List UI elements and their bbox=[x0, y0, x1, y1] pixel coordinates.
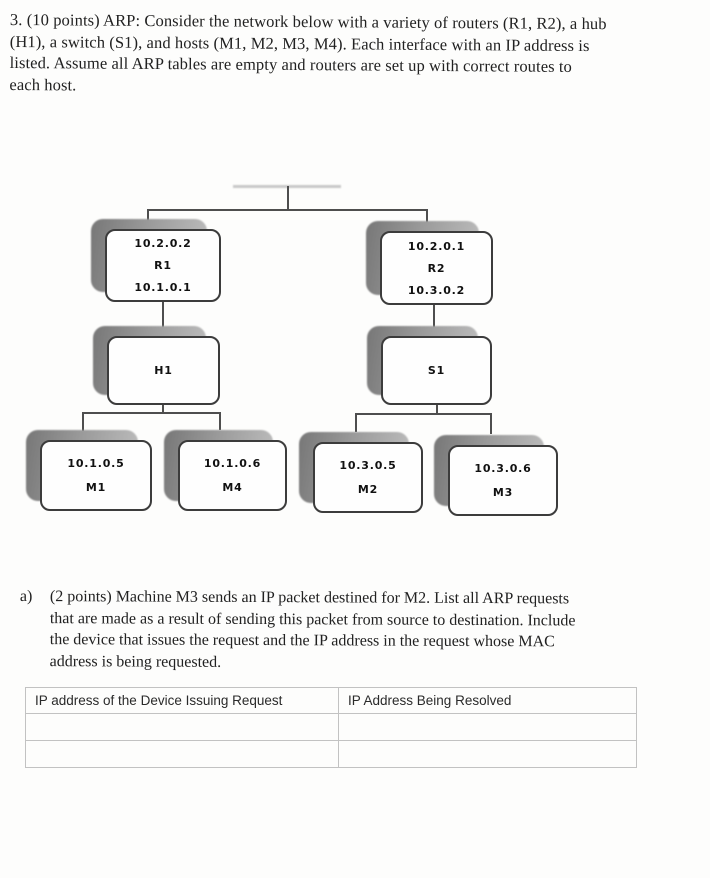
node-m4-label: M4 bbox=[222, 481, 243, 494]
r1-h1-link-line bbox=[162, 301, 164, 337]
node-s1-face: S1 bbox=[381, 336, 492, 405]
node-r2-face: 10.2.0.1 R2 10.3.0.2 bbox=[380, 231, 493, 305]
node-r1-face: 10.2.0.2 R1 10.1.0.1 bbox=[105, 229, 221, 302]
h1-stem-line bbox=[162, 404, 164, 414]
node-m3-shadow bbox=[434, 435, 544, 506]
node-m3-ip: 10.3.0.6 bbox=[474, 462, 532, 475]
node-s1-shadow bbox=[367, 326, 478, 395]
table-cell-issuing-1 bbox=[25, 713, 339, 741]
table-header-row: IP address of the Device Issuing Request… bbox=[25, 687, 637, 714]
bus-drop-r1-line bbox=[147, 209, 149, 230]
backbone-stem-line bbox=[287, 186, 289, 211]
node-s1-label: S1 bbox=[427, 364, 446, 377]
node-m4-ip: 10.1.0.6 bbox=[203, 457, 262, 470]
part-a-line-3: the device that issues the request and t… bbox=[49, 631, 555, 651]
table-row bbox=[25, 740, 637, 768]
table-row bbox=[25, 713, 637, 741]
node-m2: 10.3.0.5 M2 bbox=[299, 432, 423, 513]
node-m1-label: M1 bbox=[85, 481, 107, 494]
table-cell-issuing-2 bbox=[25, 740, 339, 768]
question-text: 3. (10 points) ARP: Consider the network… bbox=[9, 9, 708, 100]
node-m3-face: 10.3.0.6 M3 bbox=[448, 445, 558, 516]
question-line-4: each host. bbox=[9, 74, 77, 94]
node-m1: 10.1.0.5 M1 bbox=[26, 430, 152, 511]
part-a-line-2: that are made as a result of sending thi… bbox=[49, 609, 576, 629]
node-h1-shadow bbox=[93, 326, 206, 395]
part-a-line-1: (2 points) Machine M3 sends an IP packet… bbox=[49, 588, 570, 608]
h1-drop-m1-line bbox=[82, 412, 84, 431]
node-m2-label: M2 bbox=[357, 483, 379, 496]
node-m3: 10.3.0.6 M3 bbox=[434, 435, 558, 516]
part-a-label: a) bbox=[19, 588, 33, 606]
backbone-segment-line bbox=[233, 185, 341, 188]
node-m2-ip: 10.3.0.5 bbox=[339, 459, 397, 472]
node-r1-ip-bottom: 10.1.0.1 bbox=[134, 281, 192, 294]
node-h1: H1 bbox=[93, 326, 220, 405]
table-header-issuing-device: IP address of the Device Issuing Request bbox=[25, 687, 339, 714]
bus-drop-r2-line bbox=[426, 209, 428, 233]
part-a-question: a) (2 points) Machine M3 sends an IP pac… bbox=[20, 586, 680, 675]
node-m4-face: 10.1.0.6 M4 bbox=[178, 440, 287, 511]
s1-drop-m3-line bbox=[490, 413, 492, 434]
h1-drop-m4-line bbox=[219, 412, 221, 430]
node-r2-shadow bbox=[366, 221, 479, 295]
s1-stem-line bbox=[436, 404, 438, 415]
node-m4-shadow bbox=[164, 430, 273, 501]
node-r2-ip-top: 10.2.0.1 bbox=[407, 239, 466, 253]
node-m1-face: 10.1.0.5 M1 bbox=[40, 440, 152, 511]
node-m3-label: M3 bbox=[492, 486, 514, 499]
table-cell-resolved-1 bbox=[338, 713, 637, 741]
part-a-text: (2 points) Machine M3 sends an IP packet… bbox=[50, 586, 680, 675]
node-h1-face: H1 bbox=[107, 336, 220, 405]
table-cell-resolved-2 bbox=[338, 740, 637, 768]
node-m2-shadow bbox=[299, 432, 409, 503]
node-m1-shadow bbox=[26, 430, 138, 501]
node-h1-label: H1 bbox=[154, 364, 173, 377]
s1-bus-line bbox=[355, 413, 492, 415]
part-a-line-4: address is being requested. bbox=[49, 652, 222, 671]
router-bus-line bbox=[148, 209, 428, 211]
arp-answer-table: IP address of the Device Issuing Request… bbox=[25, 687, 637, 768]
s1-drop-m2-line bbox=[355, 413, 357, 432]
node-r2: 10.2.0.1 R2 10.3.0.2 bbox=[366, 221, 493, 305]
node-r2-ip-bottom: 10.3.0.2 bbox=[407, 283, 466, 297]
node-m1-ip: 10.1.0.5 bbox=[67, 457, 125, 470]
node-r1: 10.2.0.2 R1 10.1.0.1 bbox=[91, 219, 221, 302]
node-r1-ip-top: 10.2.0.2 bbox=[134, 237, 192, 250]
node-m4: 10.1.0.6 M4 bbox=[164, 430, 287, 511]
node-s1: S1 bbox=[367, 326, 492, 405]
node-r1-label: R1 bbox=[154, 259, 172, 272]
node-r1-shadow bbox=[91, 219, 207, 292]
h1-bus-line bbox=[82, 412, 221, 414]
node-m2-face: 10.3.0.5 M2 bbox=[313, 442, 423, 513]
node-r2-label: R2 bbox=[427, 261, 446, 275]
r2-s1-link-line bbox=[433, 304, 435, 337]
table-header-ip-resolved: IP Address Being Resolved bbox=[338, 687, 637, 714]
